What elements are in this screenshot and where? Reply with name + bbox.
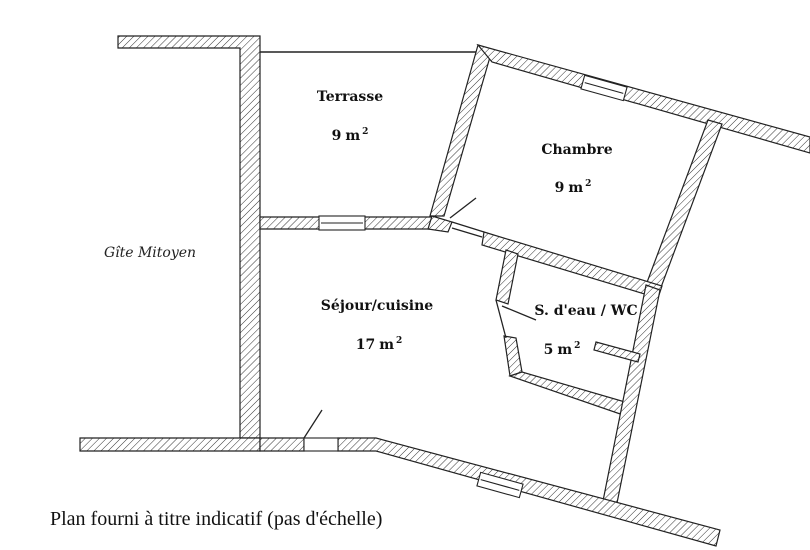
- sdeau-left-wall-upper: [495, 249, 519, 305]
- chambre-label: Chambre: [541, 142, 612, 158]
- sdeau-left-wall-lower: [503, 335, 523, 377]
- chambre-right-wall: [645, 119, 723, 291]
- sdeau-partition: [593, 341, 641, 363]
- sejour-label: Séjour/cuisine: [321, 298, 433, 314]
- plan-caption: Plan fourni à titre indicatif (pas d'éch…: [50, 508, 383, 530]
- window-terrace: [318, 215, 366, 231]
- door-chambre: [449, 197, 485, 238]
- party-wall: [79, 35, 261, 452]
- sejour-bottom-wall: [259, 437, 305, 452]
- sdeau-bottom-wall: [508, 371, 633, 417]
- chambre-top-wall: [476, 43, 810, 154]
- chambre-door-jamb: [427, 215, 453, 233]
- neighbor-label: Gîte Mitoyen: [104, 245, 196, 261]
- door-entrance: [303, 409, 339, 452]
- sdeau-label: S. d'eau / WC: [534, 303, 637, 319]
- window-chambre: [580, 74, 628, 102]
- terrasse-label: Terrasse: [317, 89, 383, 105]
- chambre-left-wall: [429, 44, 493, 217]
- door-sdeau: [495, 299, 537, 339]
- window-sejour-bottom: [476, 471, 524, 499]
- sejour-bottom-wall-right: [337, 437, 721, 547]
